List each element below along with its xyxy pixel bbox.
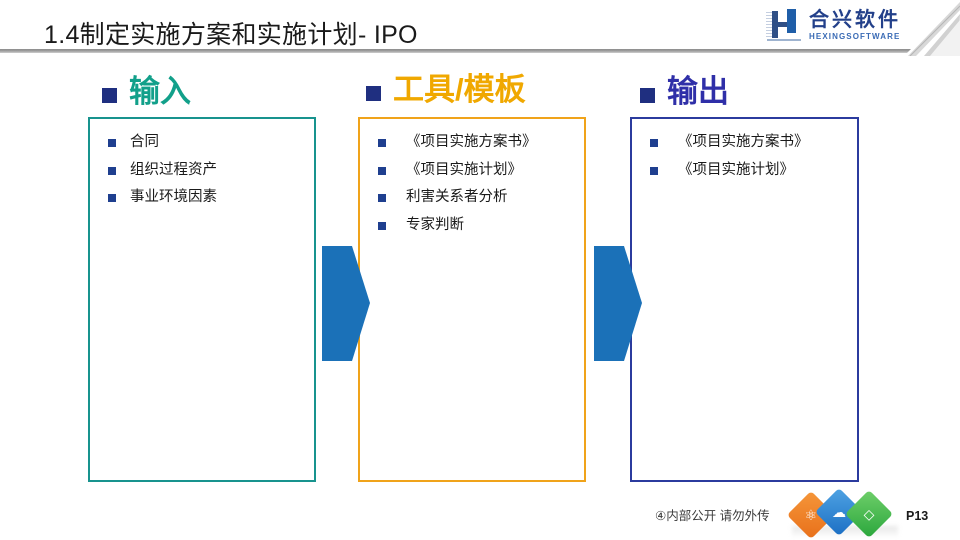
input-item-list: 合同 组织过程资产 事业环境因素 [90, 119, 314, 212]
list-item: 组织过程资产 [90, 157, 314, 185]
list-item-label: 《项目实施计划》 [678, 161, 794, 178]
square-bullet-icon [108, 139, 116, 147]
list-item: 专家判断 [360, 212, 584, 240]
tools-item-list: 《项目实施方案书》 《项目实施计划》 利害关系者分析 专家判断 [360, 119, 584, 239]
brand-name-cn: 合兴软件 [809, 8, 901, 31]
right-arrow-icon [594, 246, 642, 361]
column-header-label: 输入 [129, 74, 191, 109]
column-header-label: 输出 [667, 74, 729, 109]
page-number: P13 [906, 509, 929, 523]
list-item-label: 组织过程资产 [130, 161, 217, 178]
list-item-label: 合同 [130, 134, 159, 150]
list-item: 事业环境因素 [90, 184, 314, 212]
column-header-label: 工具/模板 [393, 72, 526, 107]
list-item: 《项目实施方案书》 [360, 129, 584, 157]
square-bullet-icon [378, 139, 386, 147]
list-item: 《项目实施方案书》 [632, 129, 857, 157]
square-bullet-icon [366, 85, 381, 101]
title-divider [0, 49, 960, 53]
list-item-label: 利害关系者分析 [406, 189, 508, 206]
green-diamond-cube-icon: ◇ [844, 489, 894, 539]
list-item-label: 事业环境因素 [130, 189, 217, 206]
square-bullet-icon [108, 194, 116, 203]
column-header-tools: 工具/模板 [366, 74, 526, 105]
list-item-label: 《项目实施方案书》 [406, 134, 537, 150]
tools-box: 《项目实施方案书》 《项目实施计划》 利害关系者分析 专家判断 [358, 117, 586, 482]
input-box: 合同 组织过程资产 事业环境因素 [88, 117, 316, 482]
square-bullet-icon [650, 166, 658, 175]
square-bullet-icon [108, 166, 116, 175]
page-title: 1.4制定实施方案和实施计划- IPO [44, 21, 418, 49]
brand-name-en: HEXINGSOFTWARE [809, 31, 901, 41]
square-bullet-icon [650, 139, 658, 147]
list-item: 《项目实施计划》 [360, 157, 584, 185]
column-header-output: 输出 [640, 76, 729, 107]
square-bullet-icon [378, 221, 386, 230]
output-box: 《项目实施方案书》 《项目实施计划》 [630, 117, 859, 482]
column-header-input: 输入 [102, 76, 191, 107]
list-item-label: 专家判断 [406, 216, 464, 233]
right-arrow-icon [322, 246, 370, 361]
square-bullet-icon [102, 87, 117, 103]
list-item: 利害关系者分析 [360, 184, 584, 212]
brand-logo: 合兴软件 HEXINGSOFTWARE [765, 4, 925, 46]
list-item: 合同 [90, 129, 314, 157]
list-item-label: 《项目实施计划》 [406, 161, 522, 178]
square-bullet-icon [378, 194, 386, 203]
green-cube-glyph: ◇ [863, 505, 875, 522]
hexing-h-logo-icon [765, 8, 803, 42]
confidentiality-note: ④内部公开 请勿外传 [655, 509, 770, 523]
square-bullet-icon [378, 166, 386, 175]
square-bullet-icon [640, 87, 655, 103]
footer-icon-group: ⚛ ☁ ◇ [786, 487, 898, 540]
list-item: 《项目实施计划》 [632, 157, 857, 185]
list-item-label: 《项目实施方案书》 [678, 134, 809, 150]
output-item-list: 《项目实施方案书》 《项目实施计划》 [632, 119, 857, 184]
